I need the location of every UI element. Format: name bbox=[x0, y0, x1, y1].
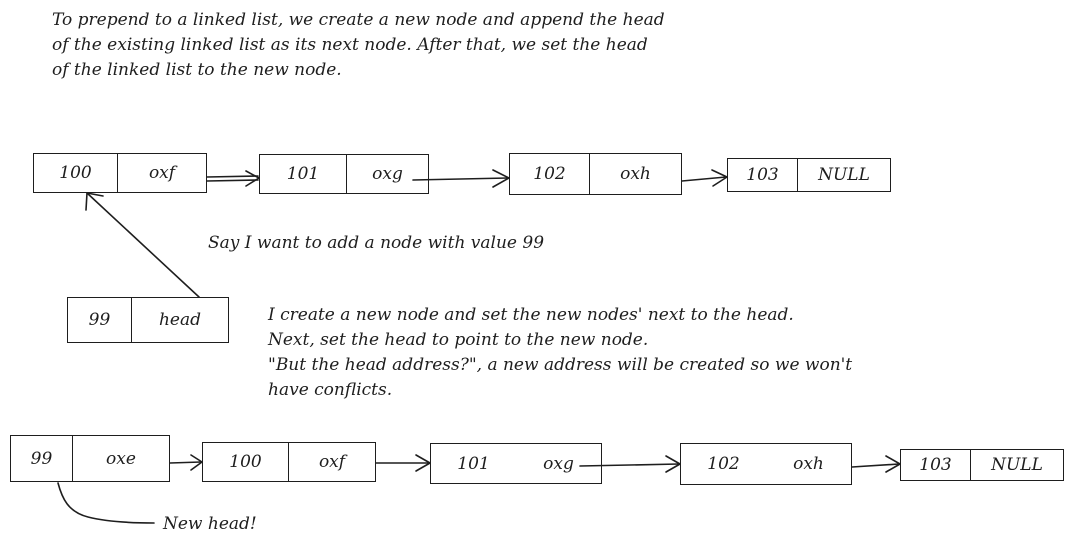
node-next: oxg bbox=[372, 164, 403, 184]
bottom-node-99: 99 oxe bbox=[10, 435, 170, 482]
node-next: oxh bbox=[793, 454, 824, 474]
node-next: NULL bbox=[818, 165, 870, 185]
node-next: oxg bbox=[543, 453, 574, 474]
bottom-node-101: 101 oxg bbox=[430, 443, 602, 484]
node-value: 100 bbox=[34, 154, 118, 192]
arrow-102-to-103 bbox=[681, 169, 728, 187]
node-next: oxf bbox=[318, 452, 346, 472]
node-value: 102 bbox=[707, 454, 740, 474]
intro-line-3: of the linked list to the new node. bbox=[52, 60, 342, 80]
node-value: 99 bbox=[68, 298, 132, 342]
top-node-100: 100 oxf bbox=[33, 153, 207, 193]
node-next: oxh bbox=[620, 164, 651, 184]
explain-line-2: Next, set the head to point to the new n… bbox=[268, 330, 649, 350]
explain-line-1: I create a new node and set the new node… bbox=[268, 305, 794, 325]
arrow-new-node-to-head bbox=[85, 192, 200, 298]
bottom-node-100: 100 oxf bbox=[202, 442, 376, 482]
bottom-node-102: 102 oxh bbox=[680, 443, 852, 485]
new-head-label: New head! bbox=[163, 514, 257, 534]
intro-line-2: of the existing linked list as its next … bbox=[52, 35, 648, 55]
explain-line-3: "But the head address?", a new address w… bbox=[268, 355, 853, 375]
arrow-102b-to-103b bbox=[851, 455, 901, 473]
arrow-100b-to-101b bbox=[375, 454, 431, 472]
top-node-103: 103 NULL bbox=[727, 158, 891, 192]
node-next: oxe bbox=[106, 448, 136, 469]
explain-line-4: have conflicts. bbox=[268, 380, 393, 400]
node-next: head bbox=[158, 310, 202, 330]
bottom-node-103: 103 NULL bbox=[900, 449, 1064, 481]
node-value: 101 bbox=[260, 155, 347, 193]
say-text: Say I want to add a node with value 99 bbox=[208, 233, 545, 253]
new-head-pointer-line bbox=[57, 482, 155, 524]
arrow-100-to-101 bbox=[206, 170, 260, 187]
node-value: 102 bbox=[510, 154, 590, 194]
node-value: 103 bbox=[901, 450, 971, 480]
top-node-101: 101 oxg bbox=[259, 154, 429, 194]
node-value: 101 bbox=[457, 453, 490, 474]
node-value: 103 bbox=[728, 159, 798, 191]
node-value: 100 bbox=[203, 443, 289, 481]
node-next: NULL bbox=[991, 455, 1043, 475]
arrow-99-to-100 bbox=[169, 454, 203, 471]
intro-line-1: To prepend to a linked list, we create a… bbox=[52, 10, 665, 30]
top-node-102: 102 oxh bbox=[509, 153, 682, 195]
node-next: oxf bbox=[148, 163, 176, 183]
node-value: 99 bbox=[11, 436, 73, 481]
new-node-99: 99 head bbox=[67, 297, 229, 343]
